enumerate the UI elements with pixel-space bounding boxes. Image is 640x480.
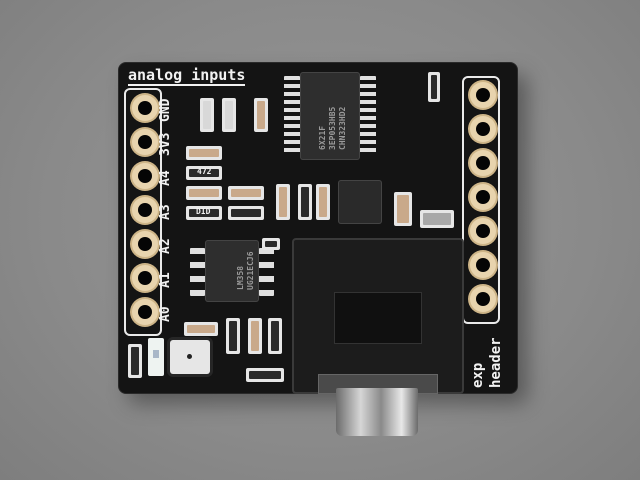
left-header-pad-a4 bbox=[132, 163, 158, 189]
pin-label-a2: A2 bbox=[158, 238, 173, 254]
pin-label-a1: A1 bbox=[158, 272, 173, 288]
exp-label: exp bbox=[470, 362, 486, 388]
pin-label-gnd: GND bbox=[158, 98, 173, 122]
smd-resistor-5 bbox=[268, 318, 282, 354]
main-ic-marking-1: 6X21F bbox=[318, 125, 327, 150]
opamp-pins-right bbox=[259, 248, 274, 296]
smd-resistor-4 bbox=[226, 318, 240, 354]
pin-label-a0: A0 bbox=[158, 306, 173, 322]
qfn-ic bbox=[338, 180, 382, 224]
audio-jack-body bbox=[292, 238, 464, 394]
right-header-pad-5 bbox=[470, 218, 496, 244]
smd-capacitor-9 bbox=[394, 192, 412, 226]
smd-resistor-3 bbox=[428, 72, 440, 102]
smd-resistor-472 bbox=[186, 166, 222, 180]
smd-capacitor-3 bbox=[254, 98, 268, 132]
right-header-pad-6 bbox=[470, 252, 496, 278]
smd-diode-3 bbox=[246, 368, 284, 382]
smd-capacitor-11 bbox=[184, 322, 218, 336]
right-header-pad-3 bbox=[470, 150, 496, 176]
audio-jack-barrel bbox=[336, 388, 418, 436]
analog-inputs-label: analog inputs bbox=[128, 66, 246, 86]
smd-diode-4 bbox=[128, 344, 142, 378]
left-header-pad-gnd bbox=[132, 95, 158, 121]
resistor-marking: 472 bbox=[197, 167, 212, 176]
left-header-pad-3v3 bbox=[132, 129, 158, 155]
smd-capacitor-1 bbox=[200, 98, 214, 132]
right-header-pad-4 bbox=[470, 184, 496, 210]
main-ic-tssop bbox=[300, 72, 360, 160]
smd-capacitor-2 bbox=[222, 98, 236, 132]
main-ic-marking-2: 3EP053HB5 bbox=[328, 106, 337, 150]
smd-capacitor-6 bbox=[228, 186, 264, 200]
main-ic-marking-3: CHN323HD2 bbox=[338, 106, 347, 150]
smd-diode-1 bbox=[186, 206, 222, 220]
pin-label-a4: A4 bbox=[158, 170, 173, 186]
smd-diode-2 bbox=[228, 206, 264, 220]
smd-capacitor-10 bbox=[262, 238, 280, 250]
microphone bbox=[170, 340, 210, 374]
pin-label-3v3: 3V3 bbox=[158, 132, 173, 156]
header-label: header bbox=[488, 337, 504, 388]
status-led bbox=[148, 338, 164, 376]
smd-inductor bbox=[420, 210, 454, 228]
smd-capacitor-4 bbox=[186, 146, 222, 160]
opamp-marking-2: UG21ECJ6 bbox=[246, 251, 255, 290]
pin-label-a3: A3 bbox=[158, 204, 173, 220]
left-header-pad-a0 bbox=[132, 299, 158, 325]
smd-resistor-2 bbox=[298, 184, 312, 220]
main-ic-pins-left bbox=[284, 76, 300, 156]
right-header-pad-2 bbox=[470, 116, 496, 142]
smd-capacitor-5 bbox=[186, 186, 222, 200]
left-header-pad-a3 bbox=[132, 197, 158, 223]
right-header-outline bbox=[462, 76, 500, 324]
main-ic-pins-right bbox=[360, 76, 376, 156]
right-header-pad-7 bbox=[470, 286, 496, 312]
opamp-pins-left bbox=[190, 248, 205, 296]
smd-capacitor-8 bbox=[316, 184, 330, 220]
opamp-ic-soic8 bbox=[205, 240, 259, 302]
smd-capacitor-7 bbox=[276, 184, 290, 220]
audio-jack-window bbox=[334, 292, 422, 344]
diode-marking: DID bbox=[196, 207, 211, 216]
left-header-pad-a1 bbox=[132, 265, 158, 291]
right-header-pad-1 bbox=[470, 82, 496, 108]
left-header-outline bbox=[124, 88, 162, 336]
smd-capacitor-12 bbox=[248, 318, 262, 354]
left-header-pad-a2 bbox=[132, 231, 158, 257]
opamp-marking-1: LM358 bbox=[236, 265, 245, 290]
